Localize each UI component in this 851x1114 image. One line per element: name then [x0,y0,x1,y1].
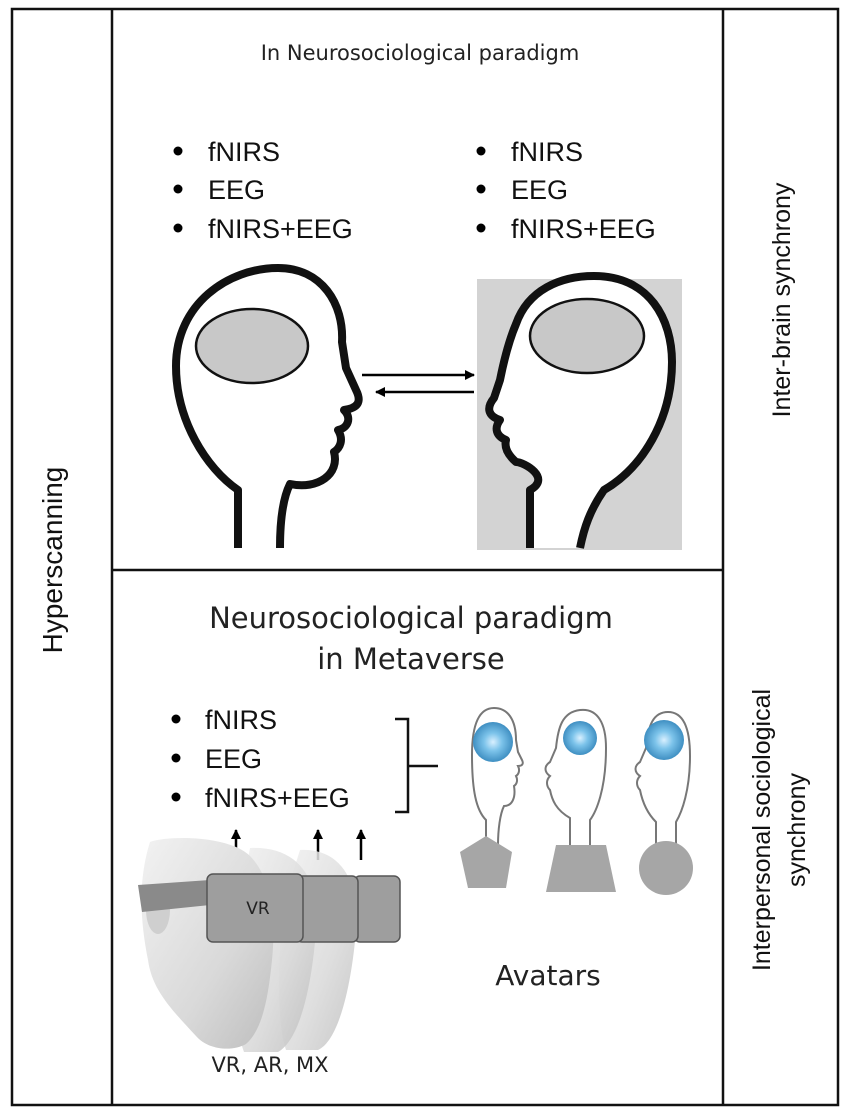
list-item: EEG [208,175,265,205]
vr-users-icon: VR [138,838,401,1052]
top-panel-title: In Neurosociological paradigm [261,41,580,65]
trapezoid-body-icon [546,845,616,892]
brain-icon [194,307,310,385]
bracket-icon [395,717,438,814]
list-item: fNIRS+EEG [208,214,353,244]
bottom-modality-list: fNIRS EEG fNIRS+EEG [171,705,350,813]
bottom-panel-title-line1: Neurosociological paradigm [209,601,613,635]
list-item: fNIRS+EEG [205,783,350,813]
avatar-group [460,706,693,895]
bullet [171,792,181,802]
headset-label: VR [246,899,270,919]
pentagon-body-icon [460,836,512,888]
hyperscanning-label: Hyperscanning [37,467,68,654]
list-item: fNIRS+EEG [511,214,656,244]
interpersonal-synchrony-label-line1: Interpersonal sociological [748,689,776,971]
avatar-icon [544,708,616,892]
bullet [173,223,183,233]
exchange-arrows-icon [362,370,475,397]
vr-headset-icon [353,875,401,943]
avatar-icon [634,710,693,895]
bottom-panel-title-line2: in Metaverse [317,642,505,676]
headset-strap [138,880,210,912]
devices-caption: VR, AR, MX [211,1053,328,1077]
list-item: EEG [511,175,568,205]
list-item: fNIRS [208,137,280,167]
brain-glow-icon [644,720,684,760]
bullet [171,753,181,763]
bullet [476,146,486,156]
top-left-modality-list: fNIRS EEG fNIRS+EEG [173,137,353,244]
interpersonal-synchrony-label-line2: synchrony [783,773,811,887]
bullet [173,184,183,194]
vr-headset-icon [206,873,304,943]
face-icon [141,838,274,1049]
bullet [476,223,486,233]
inter-brain-synchrony-label: Inter-brain synchrony [768,182,796,417]
list-item: EEG [205,744,262,774]
brain-glow-icon [473,722,513,762]
frame [10,7,840,1107]
outer-border [10,7,840,1107]
left-head-icon [172,264,363,549]
avatar-icon [460,706,524,888]
list-item: fNIRS [205,705,277,735]
circle-body-icon [639,841,693,895]
avatars-caption: Avatars [495,959,600,992]
list-item: fNIRS [511,137,583,167]
bullet [171,714,181,724]
vr-headset-icon [295,875,359,943]
bullet [476,184,486,194]
right-head-icon [485,272,676,549]
brain-glow-icon [563,721,597,755]
bullet [173,146,183,156]
top-right-modality-list: fNIRS EEG fNIRS+EEG [476,137,656,244]
brain-icon [528,297,646,375]
